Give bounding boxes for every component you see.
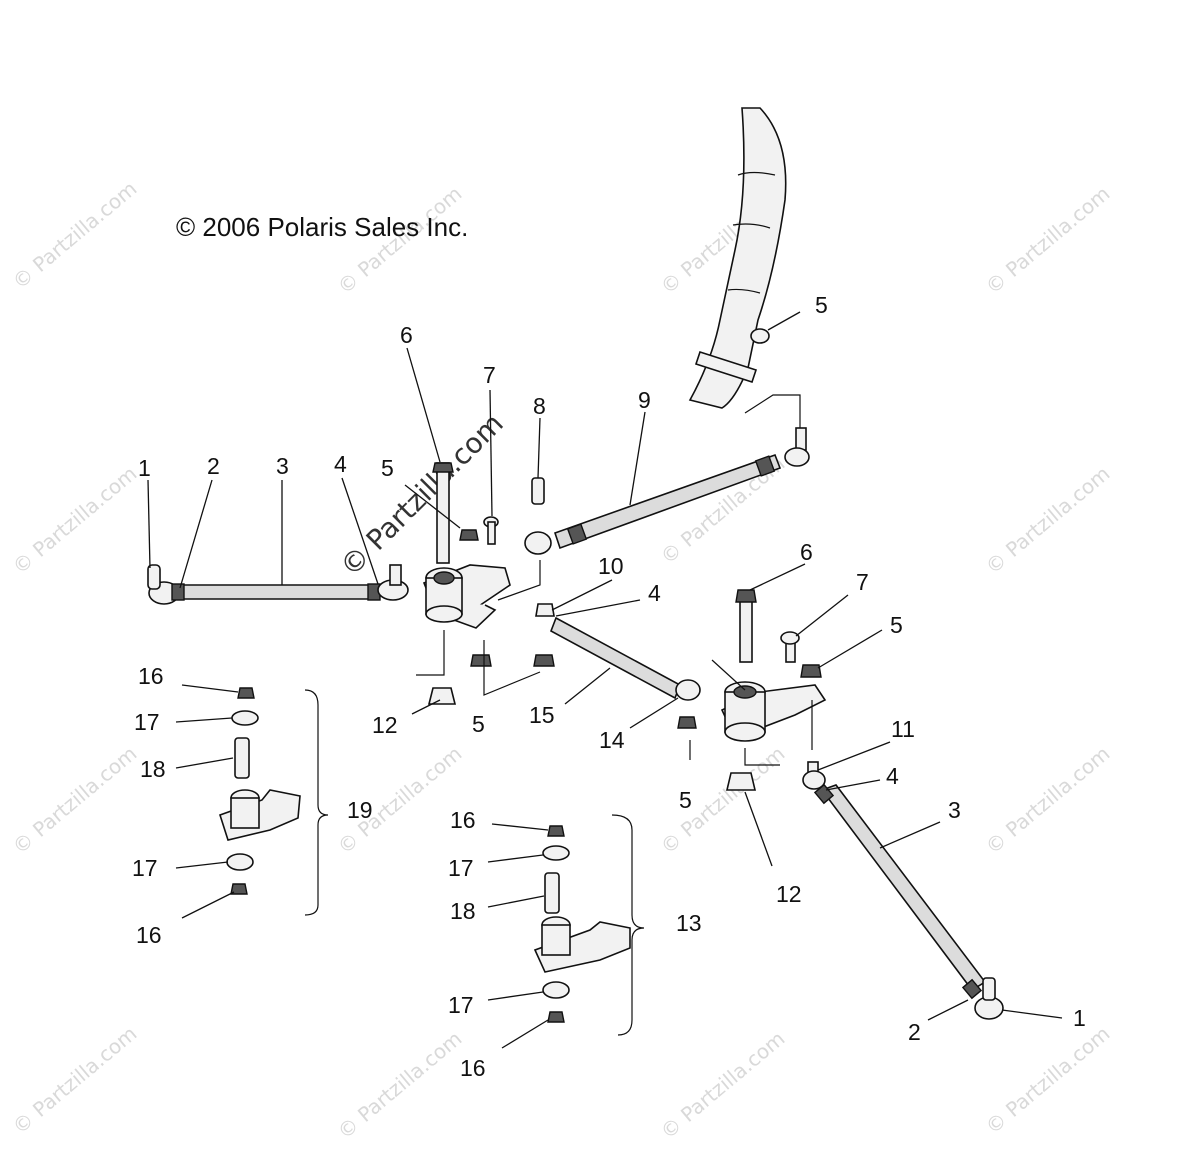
callout-14: 14 <box>599 727 625 753</box>
callout-3: 3 <box>948 797 961 823</box>
callout-19: 19 <box>347 797 373 823</box>
callout-5: 5 <box>679 787 692 813</box>
callout-16: 16 <box>450 807 476 833</box>
drag-link <box>524 447 810 555</box>
callout-6: 6 <box>400 322 413 348</box>
callout-3: 3 <box>276 453 289 479</box>
watermark: © Partzilla.com <box>981 461 1115 579</box>
callout-4: 4 <box>886 763 899 789</box>
watermark: © Partzilla.com <box>981 741 1115 859</box>
callout-4: 4 <box>334 451 347 477</box>
callout-5: 5 <box>381 455 394 481</box>
callout-1: 1 <box>1073 1005 1086 1031</box>
tie-rod-right <box>802 761 1004 1020</box>
callout-1: 1 <box>138 455 151 481</box>
watermark: © Partzilla.com <box>656 741 790 859</box>
idler-kit-19 <box>219 687 329 916</box>
callout-labels: 1 2 3 4 5 6 7 8 9 5 10 4 6 7 5 12 5 15 1… <box>132 292 1086 1081</box>
callout-18: 18 <box>140 756 166 782</box>
callout-12: 12 <box>372 712 398 738</box>
callout-9: 9 <box>638 387 651 413</box>
callout-5: 5 <box>472 711 485 737</box>
callout-17: 17 <box>132 855 158 881</box>
watermark: © Partzilla.com <box>8 741 142 859</box>
steering-column <box>688 107 807 451</box>
watermark: © Partzilla.com <box>8 176 142 294</box>
watermark-layer: © Partzilla.com © Partzilla.com © Partzi… <box>8 176 1115 1144</box>
callout-16: 16 <box>460 1055 486 1081</box>
callout-7: 7 <box>856 569 869 595</box>
callout-16: 16 <box>138 663 164 689</box>
callout-6: 6 <box>800 539 813 565</box>
idler-kit-13 <box>533 814 645 1036</box>
watermark: © Partzilla.com <box>8 461 142 579</box>
callout-5: 5 <box>815 292 828 318</box>
callout-15: 15 <box>529 702 555 728</box>
callout-17: 17 <box>134 709 160 735</box>
copyright-notice: © 2006 Polaris Sales Inc. <box>176 212 468 242</box>
watermark: © Partzilla.com <box>981 181 1115 299</box>
callout-16: 16 <box>136 922 162 948</box>
callout-5: 5 <box>890 612 903 638</box>
watermark: © Partzilla.com <box>333 1026 467 1144</box>
tie-rod-left <box>147 564 409 605</box>
leader-lines <box>147 311 1063 1049</box>
callout-2: 2 <box>908 1019 921 1045</box>
callout-17: 17 <box>448 992 474 1018</box>
callout-4: 4 <box>648 580 661 606</box>
callout-12: 12 <box>776 881 802 907</box>
callout-10: 10 <box>598 553 624 579</box>
callout-2: 2 <box>207 453 220 479</box>
watermark: © Partzilla.com <box>656 1026 790 1144</box>
center-link <box>535 603 701 729</box>
callout-18: 18 <box>450 898 476 924</box>
watermark: © Partzilla.com <box>981 1021 1115 1139</box>
callout-13: 13 <box>676 910 702 936</box>
watermark: © Partzilla.com <box>8 1021 142 1139</box>
idler-arm-left <box>416 462 555 705</box>
callout-7: 7 <box>483 362 496 388</box>
callout-11: 11 <box>891 716 915 742</box>
callout-8: 8 <box>533 393 546 419</box>
idler-arm-right <box>689 589 827 791</box>
callout-17: 17 <box>448 855 474 881</box>
watermark-center: © Partzilla.com <box>334 407 510 583</box>
